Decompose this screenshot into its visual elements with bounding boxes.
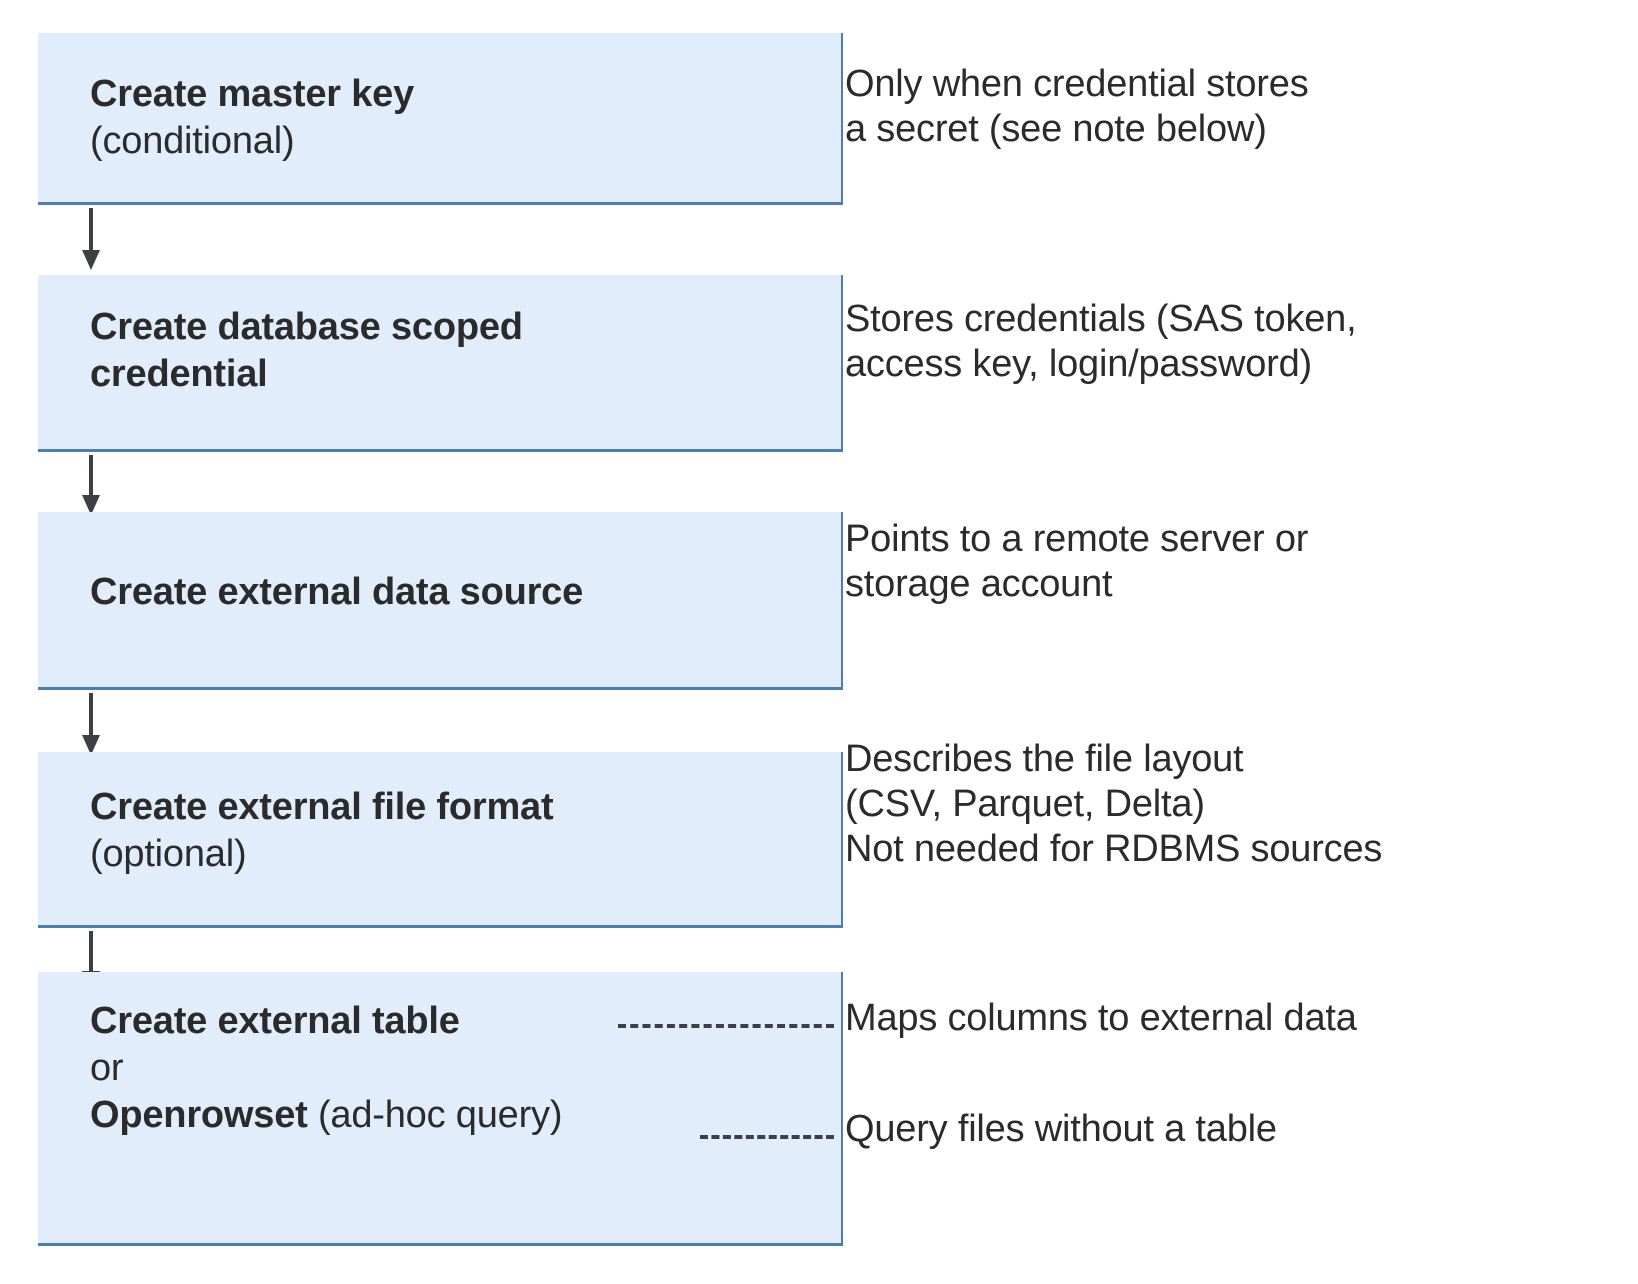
- step-box-create-external-table-or-openrowset[interactable]: Create external table or Openrowset (ad-…: [38, 972, 843, 1246]
- dashed-connector-external-table: [618, 1024, 834, 1028]
- step-subtitle: (conditional): [90, 120, 295, 163]
- arrow-down-1: [82, 208, 100, 270]
- step-subtitle: (optional): [90, 833, 247, 876]
- arrow-down-2: [82, 455, 100, 515]
- step-box-create-external-file-format[interactable]: Create external file format (optional): [38, 752, 843, 928]
- step-note-create-master-key: Only when credential stores a secret (se…: [845, 63, 1309, 150]
- final-step-line-or: or: [90, 1047, 124, 1090]
- step-note-create-external-file-format: Describes the file layout (CSV, Parquet,…: [845, 738, 1383, 870]
- final-step-openrowset-label: Openrowset: [90, 1094, 308, 1137]
- final-note-maps-columns: Maps columns to external data: [845, 997, 1357, 1039]
- final-step-line-create-external-table: Create external table: [90, 1000, 460, 1042]
- step-title: Create master key: [90, 73, 415, 115]
- step-title: Create external file format: [90, 786, 554, 828]
- final-step-line-openrowset: Openrowset (ad-hoc query): [90, 1092, 829, 1139]
- step-note-create-database-scoped-credential: Stores credentials (SAS token, access ke…: [845, 298, 1357, 385]
- final-note-query-files: Query files without a table: [845, 1108, 1277, 1150]
- step-title: Create external data source: [90, 571, 584, 613]
- step-box-create-master-key[interactable]: Create master key (conditional): [38, 33, 843, 205]
- step-box-create-external-data-source[interactable]: Create external data source: [38, 512, 843, 690]
- step-title: Create database scoped credential: [90, 306, 523, 396]
- arrow-down-3: [82, 693, 100, 755]
- dashed-connector-openrowset: [700, 1135, 834, 1139]
- step-note-create-external-data-source: Points to a remote server or storage acc…: [845, 518, 1309, 605]
- step-box-create-database-scoped-credential[interactable]: Create database scoped credential: [38, 275, 843, 452]
- final-step-openrowset-qualifier: (ad-hoc query): [307, 1094, 563, 1137]
